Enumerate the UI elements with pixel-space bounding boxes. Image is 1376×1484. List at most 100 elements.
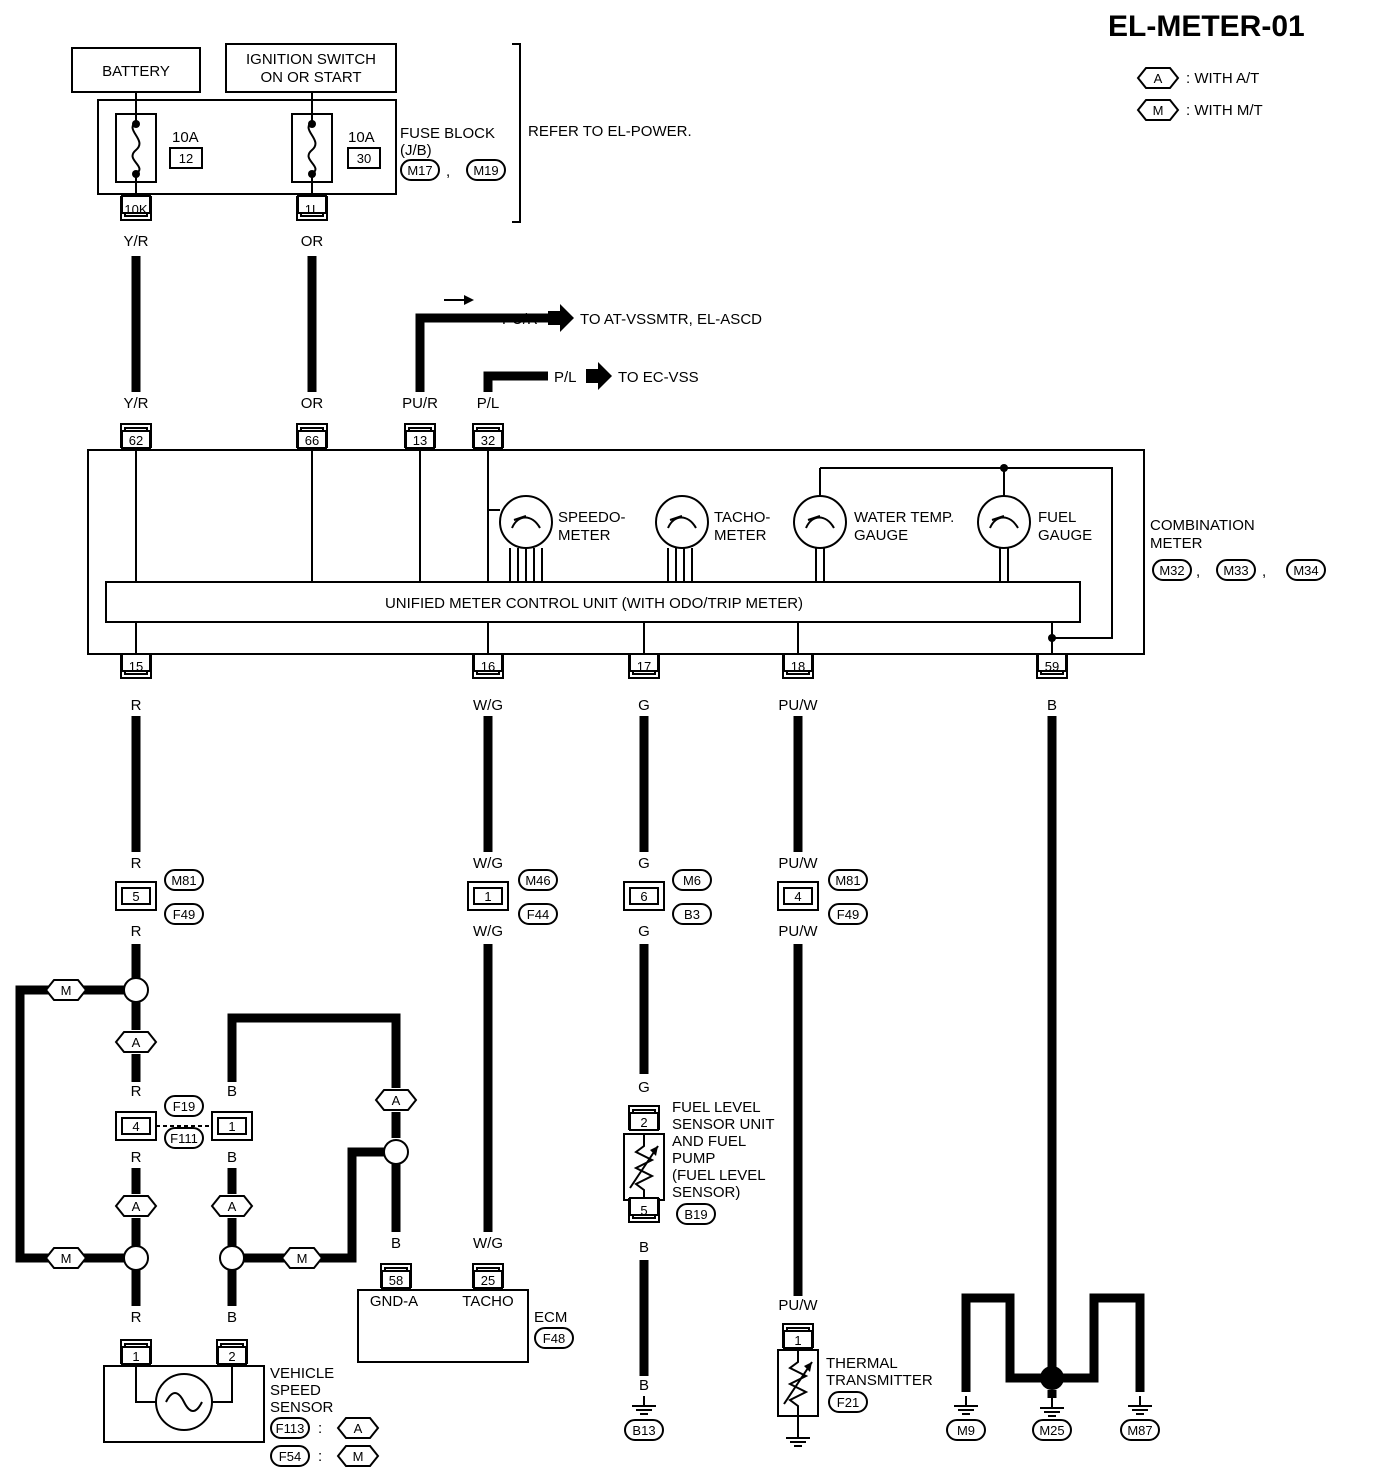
water-temp-gauge (793, 468, 847, 582)
connector5-top: F19 (173, 1099, 195, 1114)
meter-pin-18: 18 (791, 659, 805, 674)
ground-wire-left (961, 1293, 1052, 1392)
connector1-bottom: F49 (173, 907, 195, 922)
meter-name-1: COMBINATION (1150, 517, 1255, 534)
connector5-pin-left: 4 (132, 1119, 139, 1134)
unified-meter-control-unit (105, 581, 1081, 623)
output-to-ec: TO EC-VSS (618, 369, 699, 386)
fuel-label-1: FUEL LEVEL (672, 1099, 761, 1116)
wire-pur (415, 313, 548, 392)
ecm-box (357, 1289, 529, 1363)
meter-pin-16: 16 (481, 659, 495, 674)
wire-label-wg-2: W/G (473, 855, 503, 872)
refer-label: REFER TO EL-POWER. (528, 123, 692, 140)
ground-b13-icon (631, 1395, 657, 1415)
connector-m46-f44 (467, 881, 509, 911)
ground-b13: B13 (632, 1423, 655, 1438)
ground-thermal-icon (785, 1427, 811, 1447)
wire-label-b-4: B (227, 1149, 237, 1166)
fuel-label-2: SENSOR UNIT (672, 1116, 775, 1133)
ecm-conn-f48: F48 (543, 1331, 565, 1346)
splice-bottom-mid (219, 1245, 245, 1271)
splice-top-left (123, 977, 149, 1003)
meter-pin-15: 15 (129, 659, 143, 674)
ground-m9: M9 (957, 1423, 975, 1438)
connector2-top: M46 (525, 873, 550, 888)
ignition-label-1: IGNITION SWITCH (246, 51, 376, 68)
meter-name-2: METER (1150, 535, 1203, 552)
svg-text:,: , (446, 163, 450, 180)
refer-bracket (512, 43, 521, 223)
wire-label-pl-2: P/L (477, 395, 500, 412)
connector3-pin: 6 (640, 889, 647, 904)
ground-splice (1040, 1366, 1064, 1390)
thermal-conn-f21: F21 (837, 1395, 859, 1410)
fuse2-rating: 10A (348, 129, 375, 146)
thermal-pin-1: 1 (794, 1333, 801, 1348)
connector2-bottom: F44 (527, 907, 549, 922)
wire-label-b-6: B (639, 1239, 649, 1256)
ground-m25-icon (1039, 1397, 1065, 1417)
legend-text-m: : WITH M/T (1186, 102, 1263, 119)
wire-label-g-2: G (638, 855, 650, 872)
fuel-gauge-label-2: GAUGE (1038, 527, 1092, 544)
speedometer-label-2: METER (558, 527, 611, 544)
water-temp-label-2: GAUGE (854, 527, 908, 544)
wire-label-g-1: G (638, 697, 650, 714)
fuse-block-conn-m19: M19 (473, 163, 498, 178)
wire-label-or-1: OR (301, 233, 324, 250)
fuse-12 (115, 92, 157, 200)
battery-label: BATTERY (102, 63, 170, 80)
vss-label-2: SPEED (270, 1382, 321, 1399)
ground-m9-icon (953, 1395, 979, 1415)
vss-conn-f54: F54 (279, 1449, 301, 1464)
ecm-pin-25: 25 (481, 1273, 495, 1288)
fuse-block-label-1: FUSE BLOCK (400, 125, 495, 142)
splice-bottom-left (123, 1245, 149, 1271)
tachometer-label-1: TACHO- (714, 509, 770, 526)
fuse-30 (291, 92, 333, 200)
wire-label-pur-out: PU/R (502, 311, 538, 328)
thermal-label-2: TRANSMITTER (826, 1372, 933, 1389)
meter-pin-13: 13 (413, 433, 427, 448)
tachometer-label-2: METER (714, 527, 767, 544)
fuse-block-conn-m17: M17 (407, 163, 432, 178)
speedometer-gauge (499, 495, 553, 582)
connector-m6-b3 (623, 881, 665, 911)
terminal-10k: 10K (124, 202, 147, 217)
connector-f19-f111 (115, 1111, 253, 1141)
wire-label-b-9: B (1005, 1331, 1015, 1348)
fuse2-number: 30 (357, 151, 371, 166)
arrow-to-ec (586, 362, 612, 390)
ecm-pin-58: 58 (389, 1273, 403, 1288)
vss-label-1: VEHICLE (270, 1365, 334, 1382)
wire-label-b-7: B (639, 1377, 649, 1394)
wire-label-g-4: G (638, 1079, 650, 1096)
connector1-top: M81 (171, 873, 196, 888)
ground-wire-right (1052, 1293, 1145, 1392)
unit-label: UNIFIED METER CONTROL UNIT (WITH ODO/TRI… (385, 595, 803, 612)
connector3-top: M6 (683, 873, 701, 888)
vss-pin-1: 1 (132, 1349, 139, 1364)
connector3-bottom: B3 (684, 907, 700, 922)
wire-label-b-2: B (227, 1083, 237, 1100)
meter-pin-66: 66 (305, 433, 319, 448)
fuel-label-6: SENSOR) (672, 1184, 740, 1201)
wire-label-r-3: R (131, 923, 142, 940)
wire-label-b-10: B (1047, 1331, 1057, 1348)
wire-label-b-1: B (1047, 697, 1057, 714)
wire-label-pl-out: P/L (554, 369, 577, 386)
svg-text:,: , (1262, 563, 1266, 580)
vss-tag-m: M (353, 1449, 364, 1464)
fuse-block-label-2: (J/B) (400, 142, 432, 159)
wire-label-wg-1: W/G (473, 697, 503, 714)
tachometer-gauge (655, 495, 709, 582)
tag-a-3: A (132, 1199, 141, 1214)
wire-label-or-2: OR (301, 395, 324, 412)
ignition-label-2: ON OR START (260, 69, 361, 86)
arrow-to-at (548, 304, 574, 332)
ground-m25: M25 (1039, 1423, 1064, 1438)
wire-label-r-2: R (131, 855, 142, 872)
wire-label-b-3: B (391, 1235, 401, 1252)
